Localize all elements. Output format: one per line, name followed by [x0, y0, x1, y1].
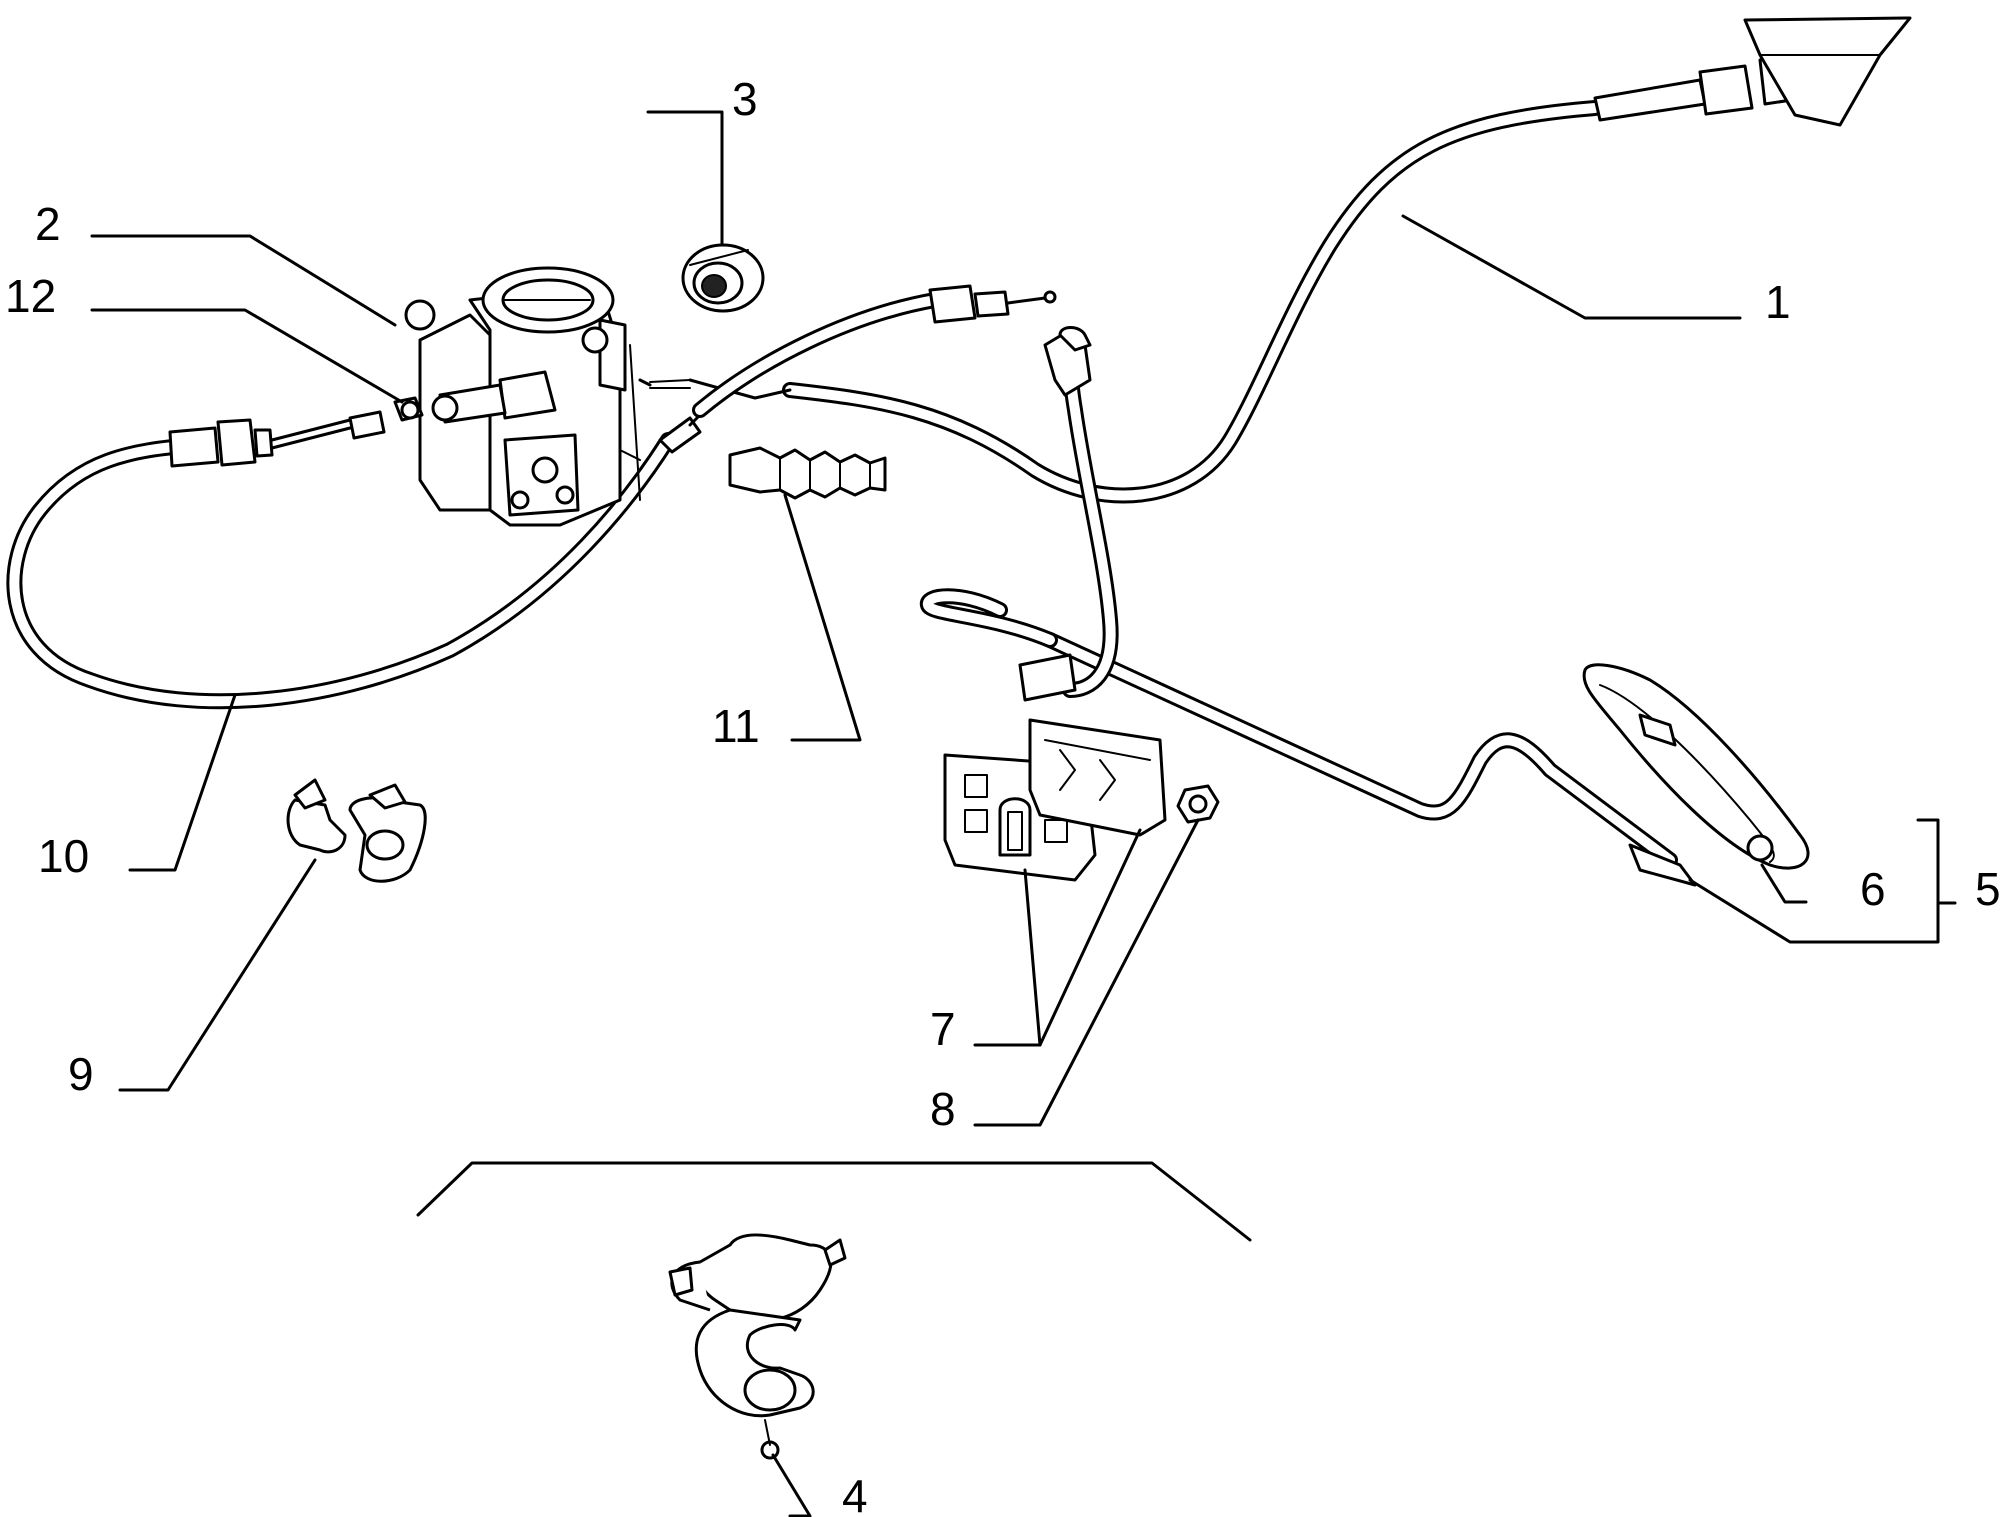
callout-6: 6 [1860, 863, 1886, 915]
callout-5: 5 [1975, 863, 2001, 915]
clamp-part-4 [668, 1233, 847, 1460]
callout-7: 7 [930, 1003, 956, 1055]
pedal-rod-part-5 [920, 588, 1697, 887]
carburettor-part-2 [404, 266, 641, 527]
callout-8: 8 [930, 1083, 956, 1135]
bellows-boot-part-11 [728, 446, 887, 500]
accelerator-cable-part-1 [782, 16, 1912, 504]
callout-9: 9 [68, 1048, 94, 1100]
leader-lines [90, 110, 1957, 1517]
nut-part-12 [393, 396, 424, 422]
clip-part-9 [286, 778, 427, 883]
upper-block-part-8 [1028, 718, 1220, 837]
section-bracket-line [416, 1161, 1252, 1242]
inner-wire [638, 378, 792, 400]
choke-cable-part-10 [6, 284, 1057, 710]
pedal-pad-part-6 [1582, 663, 1810, 870]
callout-4: 4 [842, 1470, 868, 1517]
callout-2: 2 [35, 198, 61, 250]
callout-1: 1 [1765, 276, 1791, 328]
callout-10: 10 [38, 830, 89, 882]
callout-12: 12 [5, 270, 56, 322]
grommet-part-3 [681, 243, 765, 313]
callout-3: 3 [732, 73, 758, 125]
callout-labels: 1 2 12 3 11 10 9 7 8 6 5 4 [5, 73, 2001, 1517]
callout-11: 11 [712, 700, 760, 752]
return-cable [1018, 326, 1119, 702]
